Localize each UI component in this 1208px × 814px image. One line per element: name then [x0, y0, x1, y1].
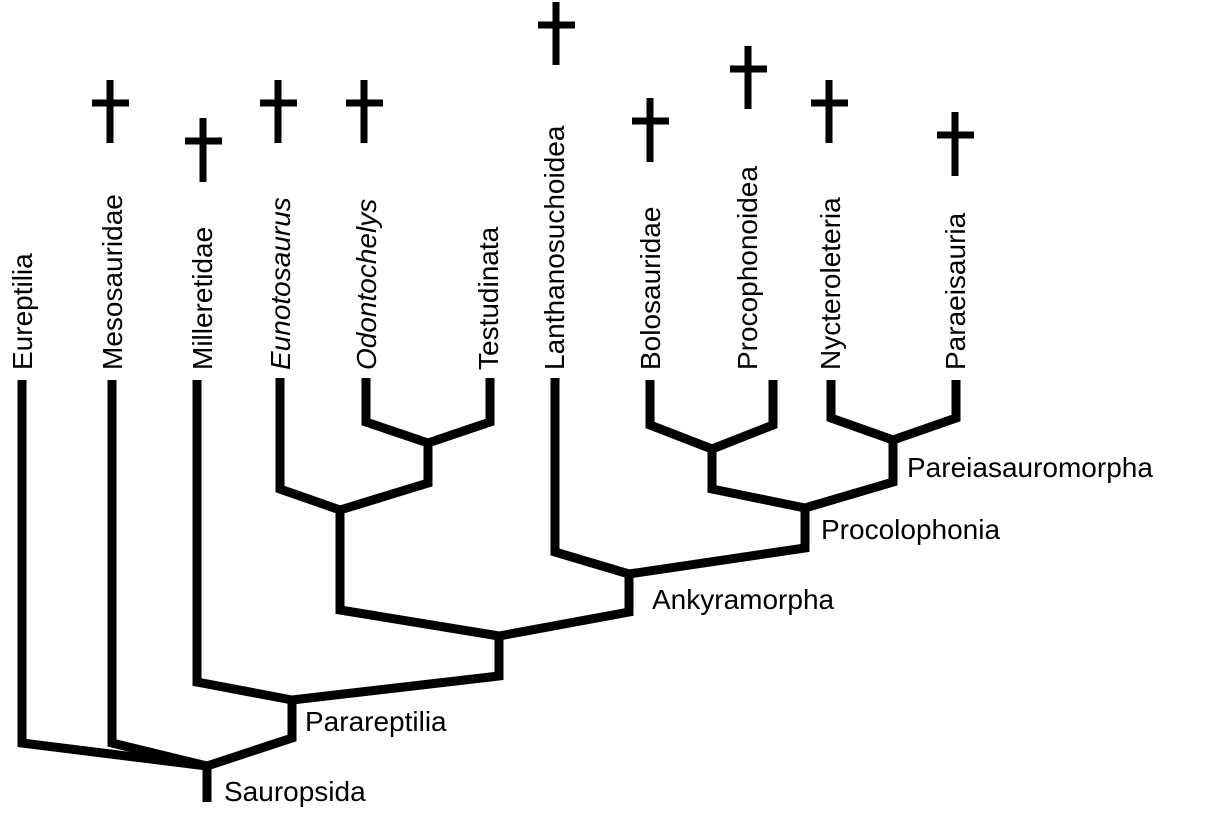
dagger-icon	[632, 98, 669, 162]
bolosauridae-branch	[645, 380, 714, 454]
taxon-label-nycteroleteria: Nycteroleteria	[815, 197, 846, 370]
taxon-label-eureptilia: Eureptilia	[7, 253, 38, 370]
inner-parareptilia-branch	[291, 636, 504, 705]
node-label-sauropsida: Sauropsida	[224, 776, 366, 807]
bolosauridae-clade-branch	[707, 449, 806, 513]
lanthanosuchoidea-branch	[550, 378, 631, 579]
dagger-icon	[92, 80, 129, 143]
testudinata-clade-branch	[338, 443, 433, 515]
taxon-label-odontochelys: Odontochelys	[351, 199, 382, 370]
ankyramorpha-branch	[498, 574, 634, 641]
taxon-label-testudinata: Testudinata	[473, 226, 504, 370]
node-label-pareiasauromorpha: Pareiasauromorpha	[907, 452, 1153, 483]
taxon-label-bolosauridae: Bolosauridae	[635, 207, 666, 370]
taxon-label-mesosauridae: Mesosauridae	[97, 194, 128, 370]
node-label-parareptilia: Parareptilia	[305, 706, 447, 737]
taxon-label-eunotosaurus: Eunotosaurus	[265, 197, 296, 370]
nycteroleteria-branch	[826, 380, 895, 445]
dagger-icon	[811, 80, 848, 143]
extinct-markers	[92, 2, 974, 182]
node-label-ankyramorpha: Ankyramorpha	[652, 584, 835, 615]
eunotosaurus-branch	[275, 378, 342, 515]
node-label-procolophonia: Procolophonia	[821, 514, 1000, 545]
dagger-icon	[937, 112, 974, 176]
pareiasauromorpha-branch	[803, 440, 898, 513]
taxon-label-lanthanosuchoidea: Lanthanosuchoidea	[539, 125, 570, 370]
parareptilia-branch	[205, 700, 297, 771]
dagger-icon	[260, 80, 297, 143]
taxon-label-milleretidae: Milleretidae	[187, 227, 218, 370]
testudinata-branch	[426, 378, 495, 448]
odontochelys-branch	[361, 378, 430, 448]
mesosauridae-branch	[107, 380, 209, 771]
paraeisauria-branch	[891, 380, 961, 445]
dagger-icon	[346, 80, 383, 143]
dagger-icon	[730, 46, 767, 109]
dagger-icon	[538, 2, 575, 65]
procolophonoidea-branch	[710, 380, 778, 454]
milleretidae-branch	[192, 380, 293, 705]
node-labels: Sauropsida Parareptilia Ankyramorpha Pro…	[224, 452, 1153, 807]
dagger-icon	[185, 118, 222, 182]
tree-branches	[17, 378, 961, 802]
eureptilia-branch	[17, 380, 208, 771]
procolophonia-branch	[628, 508, 810, 579]
taxon-label-paraeisauria: Paraeisauria	[940, 212, 971, 370]
taxon-label-procolophonoidea: Procophonoidea	[732, 166, 763, 370]
taxon-labels: Eureptilia Mesosauridae Milleretidae Eun…	[7, 125, 971, 370]
pantestudines-branch	[335, 510, 500, 641]
